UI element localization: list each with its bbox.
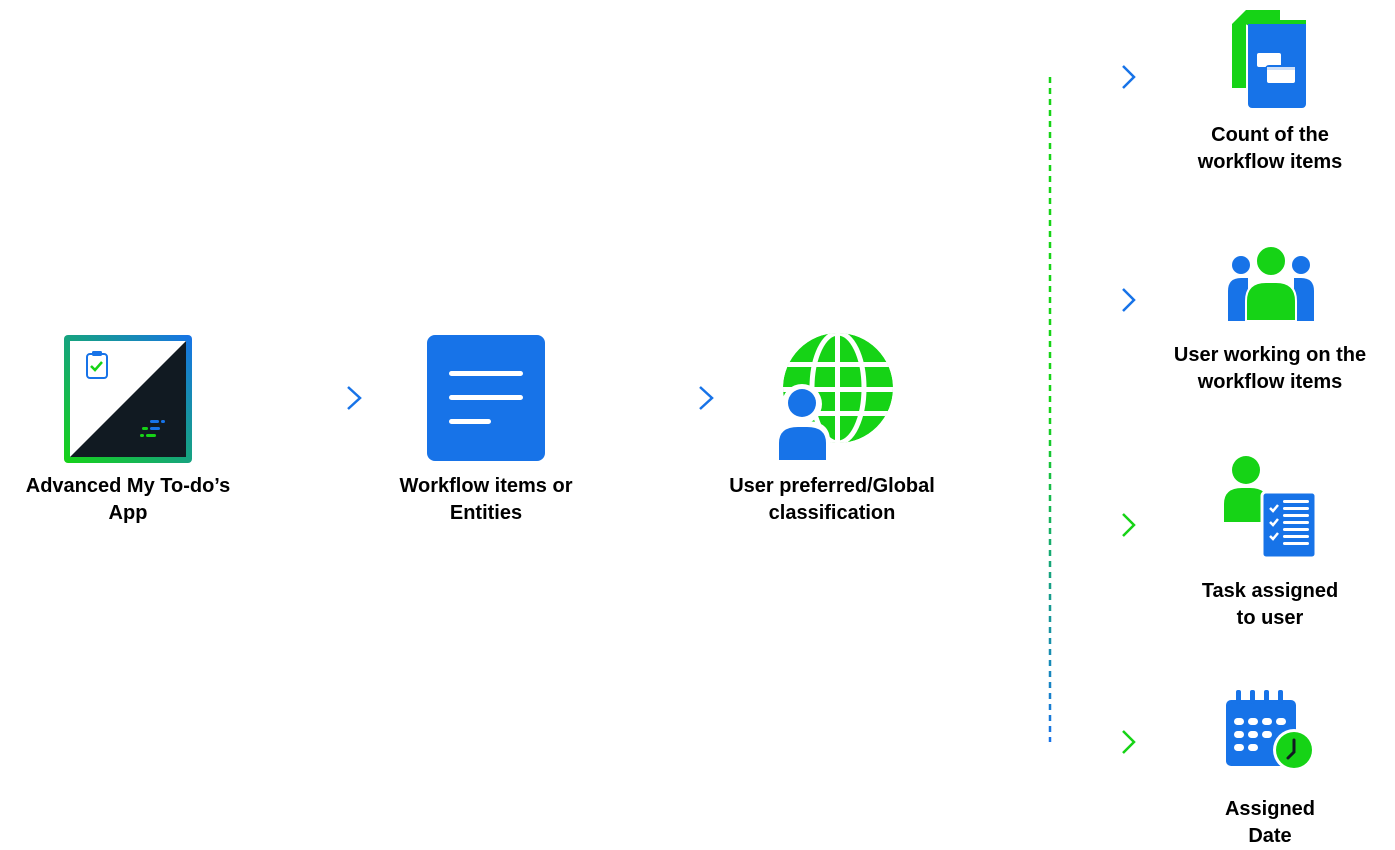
branch-arrow-date [1050, 730, 1136, 754]
documents-icon [1232, 10, 1306, 108]
connector-app-to-workflow [256, 386, 362, 410]
calendar-clock-icon [1226, 690, 1315, 771]
connector-workflow-to-classification [608, 386, 714, 410]
node-label-workflow: Workflow items or Entities [399, 475, 573, 524]
branch-arrow-users [1050, 288, 1136, 312]
user-checklist-icon [1224, 456, 1318, 560]
node-label-classification: User preferred/Global classification [729, 475, 935, 524]
globe-user-icon [776, 333, 893, 463]
output-label-count: Count of the workflow items [1197, 124, 1343, 173]
branch-arrow-count [1050, 65, 1136, 89]
node-label-app: Advanced My To-do’s App [25, 475, 231, 524]
document-icon [427, 335, 545, 461]
group-users-icon [1228, 245, 1314, 321]
todo-app-icon [64, 335, 192, 463]
output-label-users: User working on the workflow items [1173, 344, 1367, 393]
output-label-date: Assigned Date [1224, 798, 1316, 847]
branch-arrow-task [1050, 513, 1136, 537]
output-label-task: Task assigned to user [1201, 580, 1339, 629]
